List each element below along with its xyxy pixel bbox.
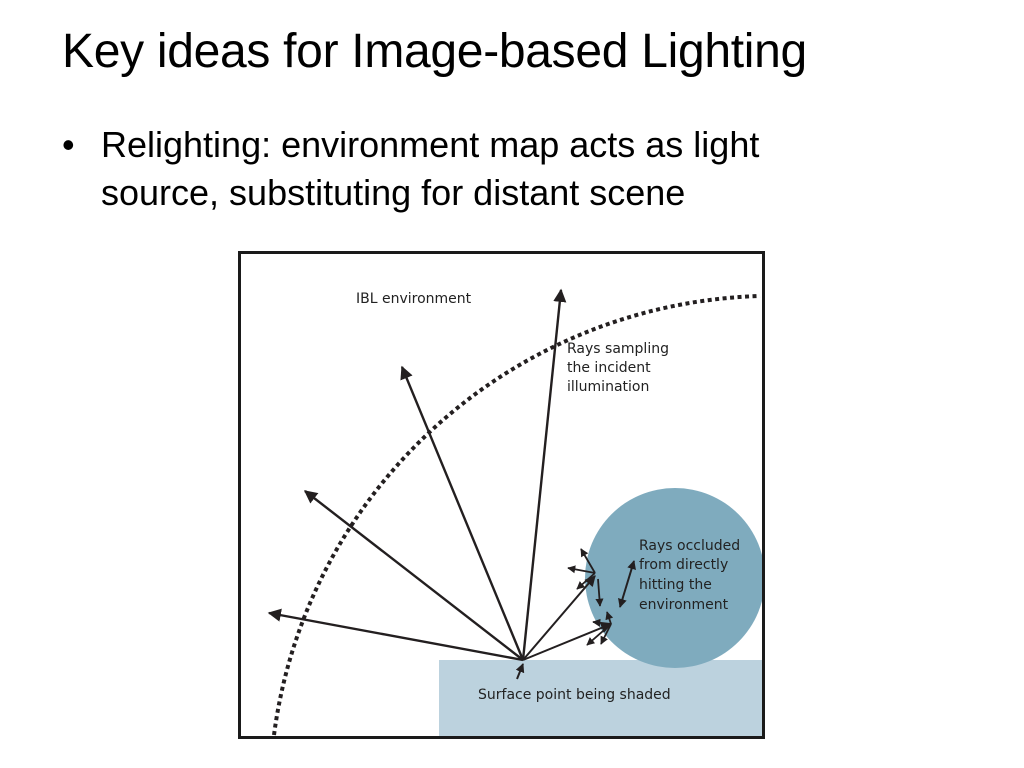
bullet-line-2: source, substituting for distant scene [101, 172, 686, 213]
bullet-marker: • [62, 124, 75, 165]
occluded-ray [522, 622, 613, 661]
sampling-rays [267, 288, 567, 662]
sampling-ray [400, 365, 525, 661]
surface-callout-arrow [515, 663, 525, 680]
callout-arrows [515, 560, 636, 680]
label-rays-sampling-1: Rays sampling [567, 341, 669, 357]
sampling-ray [521, 288, 567, 661]
label-rays-occluded-2: from directly [639, 557, 728, 573]
sampling-ray [303, 490, 524, 661]
label-ibl-environment: IBL environment [356, 291, 472, 307]
ibl-diagram: IBL environment Rays sampling the incide… [238, 251, 765, 739]
label-surface-point: Surface point being shaded [478, 687, 671, 703]
bullet-list: • Relighting: environment map acts as li… [62, 121, 962, 217]
occluded-rays [522, 575, 613, 661]
label-rays-sampling-2: the incident [567, 360, 651, 376]
label-rays-occluded-1: Rays occluded [639, 538, 740, 554]
environment-arc [272, 294, 761, 736]
occluded-ray [522, 575, 596, 661]
ibl-diagram-svg: IBL environment Rays sampling the incide… [238, 251, 765, 739]
sampling-ray [267, 608, 524, 662]
bullet-line-1: Relighting: environment map acts as ligh… [101, 124, 760, 165]
occluder-circle [585, 488, 762, 668]
occluded-callout-arrow [618, 560, 636, 608]
slide-title: Key ideas for Image-based Lighting [62, 25, 807, 78]
scatter-arrows [567, 548, 614, 646]
label-rays-occluded-4: environment [639, 597, 729, 613]
figure-frame [238, 251, 765, 739]
label-rays-sampling-3: illumination [567, 379, 649, 395]
label-rays-occluded-3: hitting the [639, 577, 712, 593]
surface-region [439, 660, 762, 736]
bullet-item: • Relighting: environment map acts as li… [62, 121, 962, 217]
